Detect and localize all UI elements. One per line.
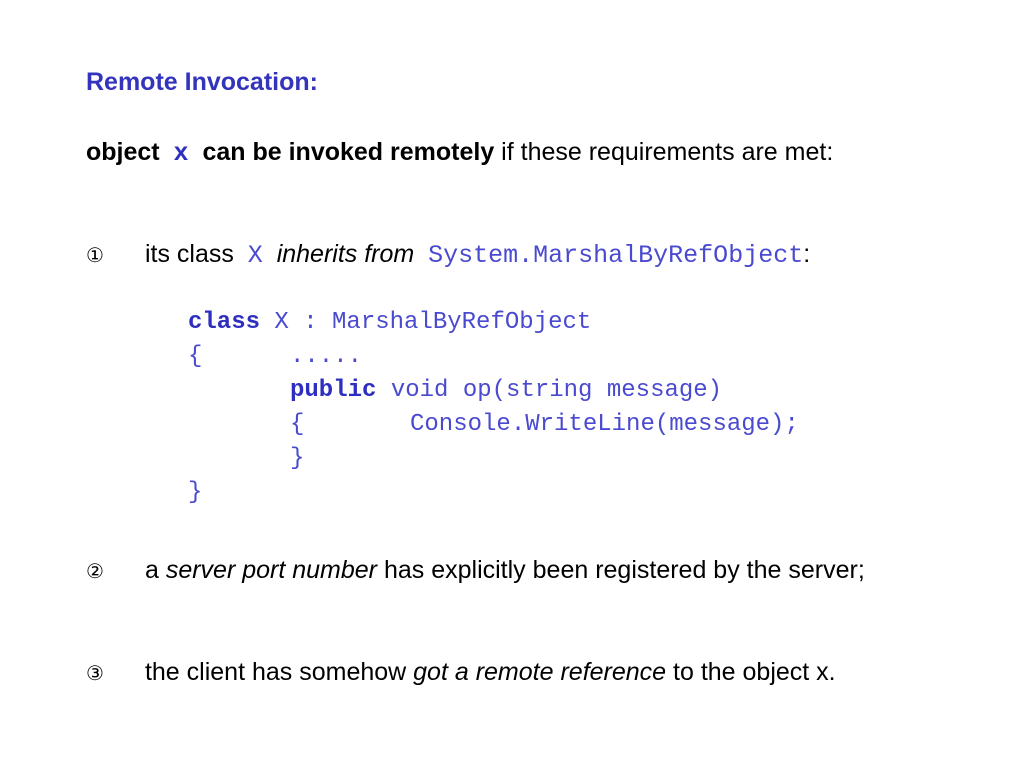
req3-a: the client has somehow xyxy=(144,658,414,686)
requirement-2: ② a server port number has explicitly be… xyxy=(86,555,865,586)
req1-text-a: its class xyxy=(144,240,234,268)
code-line-1: class X : MarshalByRefObject xyxy=(188,306,591,340)
circled-three-marker: ③ xyxy=(86,661,104,685)
code-class-decl: X : MarshalByRefObject xyxy=(260,309,592,336)
code-line-4-brace: { xyxy=(290,411,305,438)
code-class-keyword: class xyxy=(188,309,261,336)
req2-italic: server port number xyxy=(165,556,378,584)
code-line-4-statement: Console.WriteLine(message); xyxy=(410,411,799,438)
req1-base-class: System.MarshalByRefObject xyxy=(428,241,804,270)
req1-colon: : xyxy=(803,240,811,268)
intro-line: object x can be invoked remotely if thes… xyxy=(86,137,833,169)
circled-two-marker: ② xyxy=(86,559,104,583)
code-public-keyword: public xyxy=(290,377,377,404)
req2-rest: has explicitly been registered by the se… xyxy=(377,556,865,584)
req1-italic: inherits from xyxy=(276,240,415,268)
intro-bold-phrase: can be invoked remotely xyxy=(202,138,495,166)
code-line-5: } xyxy=(290,445,305,472)
code-line-2-brace: { xyxy=(188,343,203,370)
requirement-1: ① its class X inherits from System.Marsh… xyxy=(86,239,810,271)
intro-object-word: object xyxy=(86,138,160,166)
slide-title: Remote Invocation: xyxy=(86,68,318,96)
code-method-signature: void op(string message) xyxy=(376,377,723,404)
req3-rest: to the object x. xyxy=(666,658,836,686)
intro-rest: if these requirements are met: xyxy=(494,138,834,166)
circled-one-marker: ① xyxy=(86,243,104,267)
intro-var: x xyxy=(173,139,189,168)
code-line-3: public void op(string message) xyxy=(290,374,722,408)
code-line-6: } xyxy=(188,479,203,506)
req3-italic: got a remote reference xyxy=(413,658,667,686)
req1-class-name: X xyxy=(247,241,263,270)
code-line-2-dots: ..... xyxy=(290,343,363,370)
requirement-3: ③ the client has somehow got a remote re… xyxy=(86,657,836,688)
req2-a: a xyxy=(144,556,166,584)
